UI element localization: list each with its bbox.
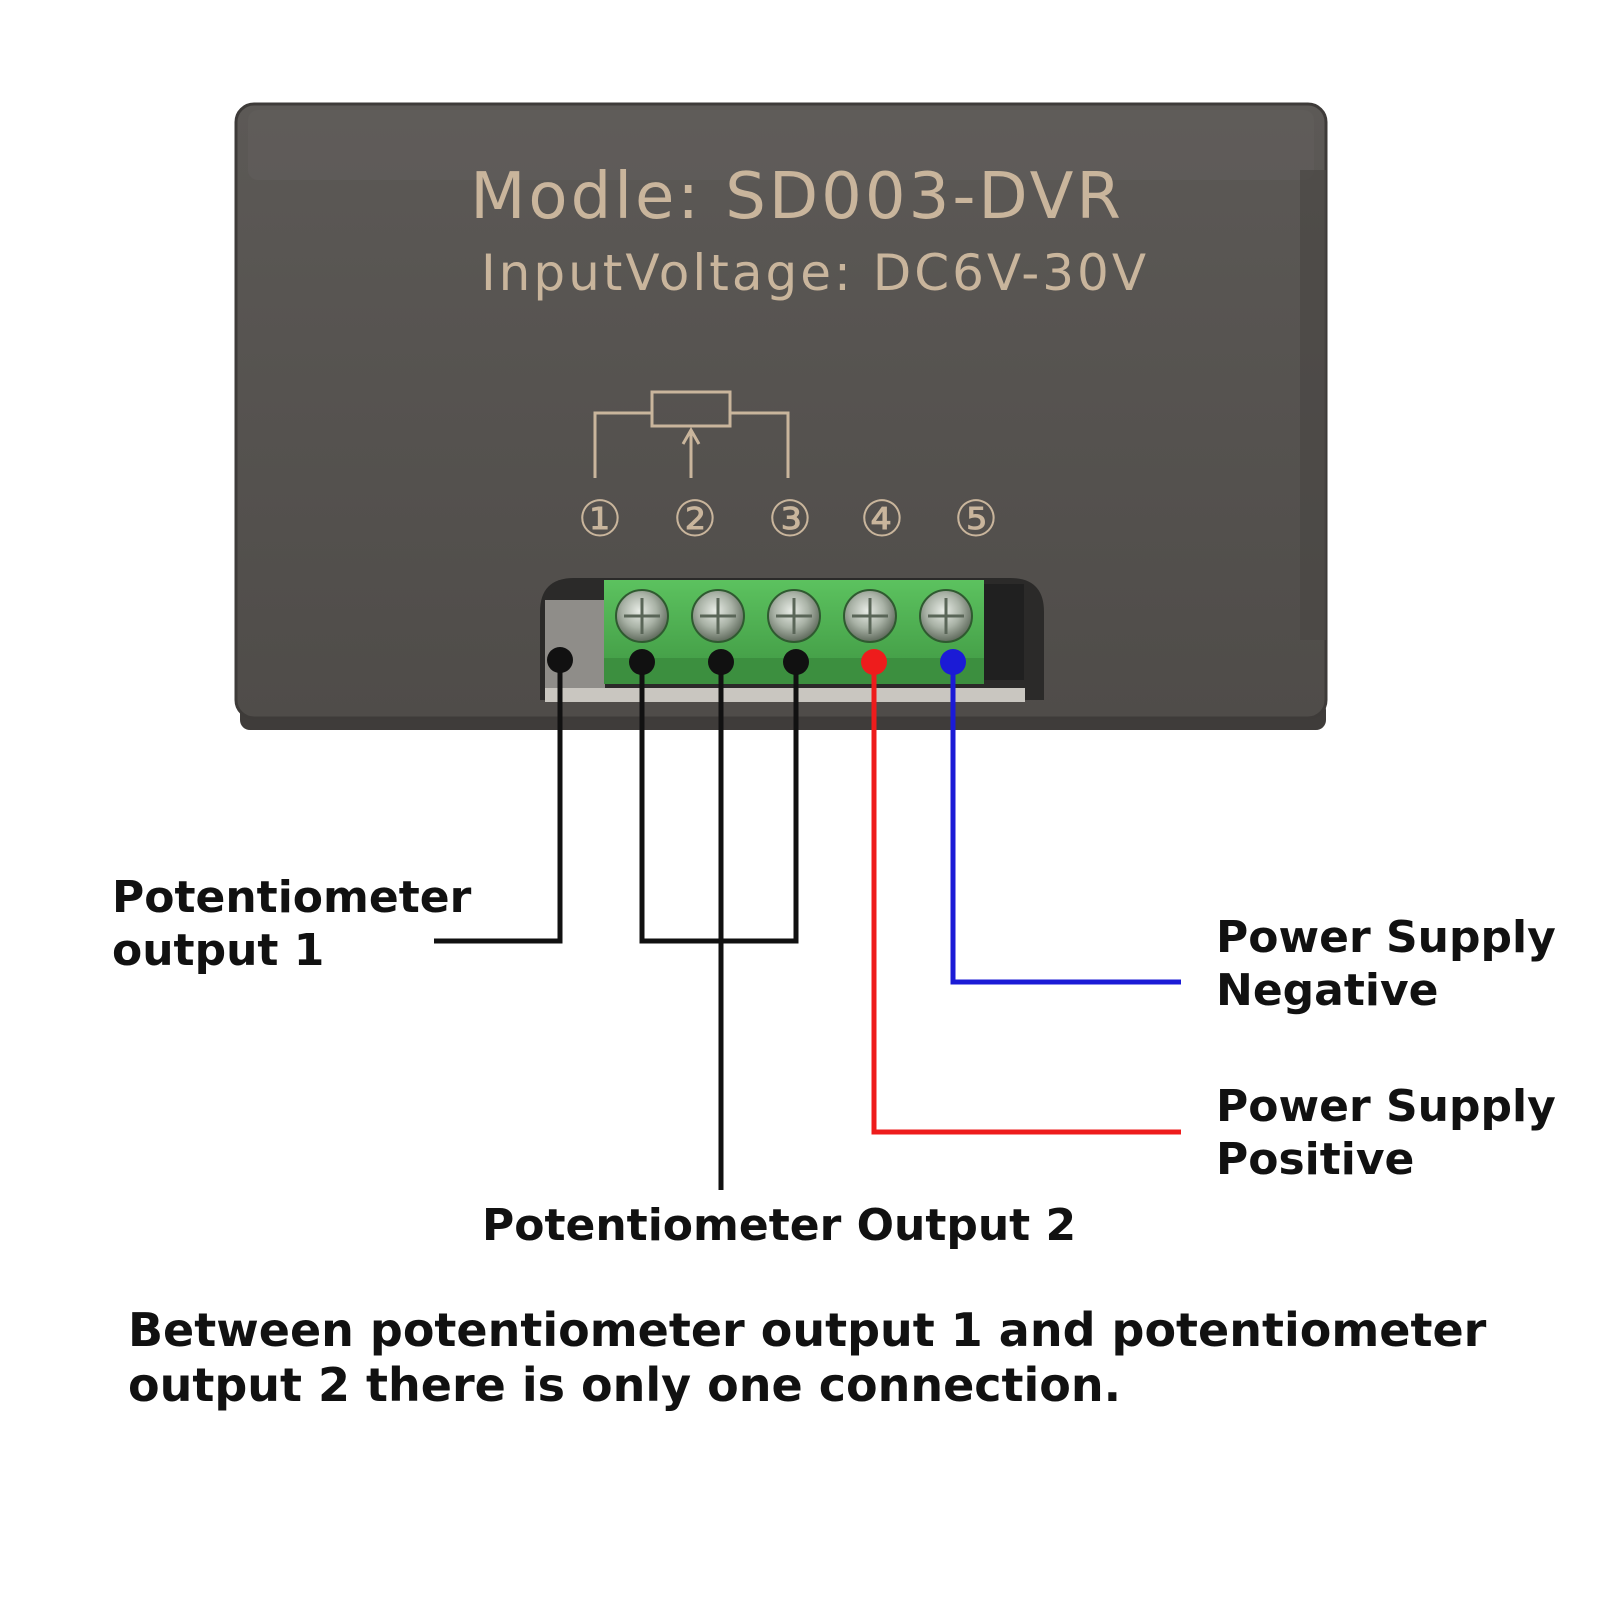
wire-psu-negative	[950, 660, 1181, 985]
pin1-lead	[593, 411, 652, 478]
device-housing	[234, 102, 1328, 730]
label-pot-output-2: Potentiometer Output 2	[482, 1200, 1077, 1251]
housing-side-edge	[1300, 170, 1326, 640]
label-psu-negative-line1: Power Supply	[1216, 912, 1556, 963]
resistor-body	[650, 390, 732, 428]
wires	[434, 660, 1181, 1190]
wire-pot-output-1	[434, 660, 563, 944]
screw-5	[919, 589, 973, 643]
note-text: Between potentiometer output 1 and poten…	[128, 1303, 1508, 1413]
pcb-edge	[984, 584, 1024, 680]
screw-3	[767, 589, 821, 643]
dot-terminal-5	[940, 649, 966, 675]
dot-terminal-4	[861, 649, 887, 675]
label-psu-positive-line2: Positive	[1216, 1133, 1415, 1185]
dot-terminal-3	[783, 649, 809, 675]
terminal-number-3: ③	[768, 490, 813, 548]
note-line-2: output 2 there is only one connection.	[128, 1358, 1122, 1413]
potentiometer-symbol	[593, 390, 790, 478]
terminal-number-4: ④	[860, 490, 905, 548]
dot-terminal-1	[629, 649, 655, 675]
note-line-1: Between potentiometer output 1 and poten…	[128, 1303, 1487, 1357]
pin3-lead	[730, 411, 790, 478]
dot-terminal-2	[708, 649, 734, 675]
wire-psu-positive	[871, 660, 1181, 1135]
model-text: Modle: SD003-DVR	[470, 160, 1124, 234]
terminal-screws	[615, 589, 973, 643]
label-psu-negative-line2: Negative	[1216, 964, 1439, 1016]
recess-inner-wall	[545, 600, 605, 690]
recess-floor	[545, 688, 1025, 702]
voltage-text: InputVoltage: DC6V-30V	[481, 244, 1149, 302]
connection-dots	[547, 647, 966, 675]
dot-housing-pin	[547, 647, 573, 673]
screw-1	[615, 589, 669, 643]
label-pot-output-1-line1: Potentiometer	[112, 872, 472, 923]
terminal-number-1: ①	[578, 490, 623, 548]
label-psu-positive: Power Supply Positive	[1216, 1081, 1556, 1187]
terminal-numbers: ① ② ③ ④ ⑤	[578, 490, 999, 548]
screw-2	[691, 589, 745, 643]
label-psu-negative: Power Supply Negative	[1216, 912, 1556, 1018]
housing-top-lip	[248, 110, 1314, 180]
screw-4	[843, 589, 897, 643]
terminal-number-5: ⑤	[954, 490, 999, 548]
label-pot-output-1: Potentiometer output 1	[112, 872, 471, 978]
wiper-arrow	[681, 426, 701, 445]
label-psu-positive-line1: Power Supply	[1216, 1081, 1556, 1132]
label-pot-output-1-line2: output 1	[112, 924, 325, 976]
terminal-number-2: ②	[673, 490, 718, 548]
